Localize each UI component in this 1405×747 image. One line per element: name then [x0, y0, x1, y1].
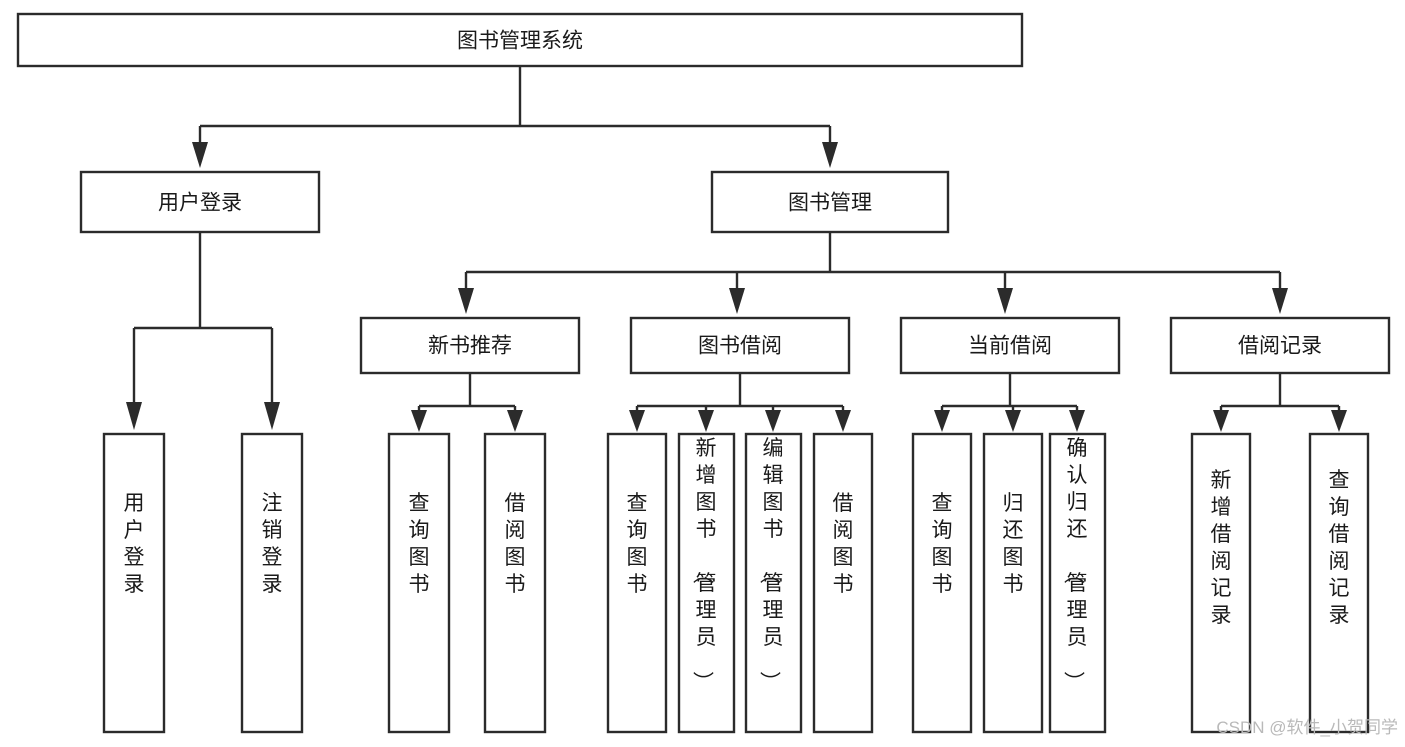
leaf-edit-book-admin-label: 编辑图书（管理员）: [758, 437, 784, 692]
leaf-return-book-label: 归还图书: [1003, 492, 1024, 596]
arrow-head-to-current: [997, 288, 1013, 314]
leaf-confirm-return-admin[interactable]: 确认归还（管理员）: [1048, 432, 1107, 734]
leaf-return-book-box[interactable]: [982, 432, 1044, 734]
leaf-query-book-borrow-box[interactable]: [606, 432, 668, 734]
leaf-add-book-admin-box[interactable]: [677, 432, 736, 734]
arrow-head-borrow-lend: [835, 410, 851, 432]
node-borrow-record[interactable]: 借阅记录: [1169, 316, 1391, 375]
connector-group-user-login: [126, 232, 280, 430]
node-root-system[interactable]: 图书管理系统: [16, 12, 1024, 68]
connector-group-current: [934, 373, 1085, 432]
arrow-head-borrow-query: [629, 410, 645, 432]
arrow-head-root-to-book: [822, 142, 838, 168]
leaf-query-book-current[interactable]: 查询图书: [911, 432, 973, 734]
leaf-borrow-book-recommend[interactable]: 借阅图书: [483, 432, 547, 734]
node-book-borrow[interactable]: 图书借阅: [629, 316, 851, 375]
leaf-confirm-return-admin-label: 确认归还（管理员）: [1062, 437, 1088, 692]
leaf-borrow-book-recommend-label: 借阅图书: [505, 492, 526, 596]
node-user-login-label: 用户登录: [158, 192, 242, 215]
leaf-logout-box[interactable]: [240, 432, 304, 734]
arrow-head-user-login-leaf: [126, 402, 142, 430]
node-borrow-record-box[interactable]: [1169, 316, 1391, 375]
leaf-logout[interactable]: 注销登录: [240, 432, 304, 734]
leaf-logout-label: 注销登录: [262, 492, 283, 596]
leaf-user-login-box[interactable]: [102, 432, 166, 734]
arrow-head-current-query: [934, 410, 950, 432]
arrow-head-to-borrow: [729, 288, 745, 314]
node-current-borrow-label: 当前借阅: [968, 335, 1052, 358]
node-book-manage-label: 图书管理: [788, 192, 872, 215]
arrow-head-current-confirm: [1069, 410, 1085, 432]
leaf-add-borrow-record-box[interactable]: [1190, 432, 1252, 734]
node-book-manage-box[interactable]: [710, 170, 950, 234]
arrow-head-to-record: [1272, 288, 1288, 314]
node-current-borrow-box[interactable]: [899, 316, 1121, 375]
leaf-query-book-borrow[interactable]: 查询图书: [606, 432, 668, 734]
leaf-query-book-current-label: 查询图书: [932, 492, 953, 596]
leaf-user-login[interactable]: 用户登录: [102, 432, 166, 734]
node-book-borrow-box[interactable]: [629, 316, 851, 375]
leaf-query-book-recommend[interactable]: 查询图书: [387, 432, 451, 734]
node-borrow-record-label: 借阅记录: [1238, 335, 1322, 358]
leaf-query-book-recommend-box[interactable]: [387, 432, 451, 734]
leaf-return-book[interactable]: 归还图书: [982, 432, 1044, 734]
arrow-head-record-add: [1213, 410, 1229, 432]
connector-group-book-manage: [458, 232, 1288, 314]
arrow-head-current-return: [1005, 410, 1021, 432]
connector-group-newbook: [411, 373, 523, 432]
arrow-head-newbook-query: [411, 410, 427, 432]
node-user-login[interactable]: 用户登录: [79, 170, 321, 234]
leaf-query-borrow-record-box[interactable]: [1308, 432, 1370, 734]
arrow-head-borrow-edit: [765, 410, 781, 432]
leaf-query-borrow-record-label: 查询借阅记录: [1329, 469, 1350, 627]
node-current-borrow[interactable]: 当前借阅: [899, 316, 1121, 375]
node-new-book-recommend[interactable]: 新书推荐: [359, 316, 581, 375]
leaf-confirm-return-admin-box[interactable]: [1048, 432, 1107, 734]
node-root-system-label: 图书管理系统: [457, 30, 583, 53]
csdn-watermark: CSDN @软件_小贺同学: [1216, 718, 1398, 737]
node-root-system-box[interactable]: [16, 12, 1024, 68]
leaf-query-book-borrow-label: 查询图书: [627, 492, 648, 596]
node-new-book-recommend-label: 新书推荐: [428, 335, 512, 358]
node-book-manage[interactable]: 图书管理: [710, 170, 950, 234]
leaf-borrow-book-recommend-box[interactable]: [483, 432, 547, 734]
arrow-head-borrow-add: [698, 410, 714, 432]
leaf-add-borrow-record[interactable]: 新增借阅记录: [1190, 432, 1252, 734]
node-user-login-box[interactable]: [79, 170, 321, 234]
leaf-lend-book-box[interactable]: [812, 432, 874, 734]
node-new-book-recommend-box[interactable]: [359, 316, 581, 375]
connector-group-record: [1213, 373, 1347, 432]
leaf-add-book-admin-label: 新增图书（管理员）: [691, 437, 717, 692]
leaf-lend-book-label: 借阅图书: [833, 492, 854, 596]
leaf-query-book-recommend-label: 查询图书: [409, 492, 430, 596]
leaf-query-book-current-box[interactable]: [911, 432, 973, 734]
arrow-head-root-to-user: [192, 142, 208, 168]
leaf-add-borrow-record-label: 新增借阅记录: [1211, 469, 1232, 627]
arrow-head-newbook-borrow: [507, 410, 523, 432]
leaf-edit-book-admin[interactable]: 编辑图书（管理员）: [744, 432, 803, 734]
connector-group-root: [192, 66, 838, 168]
arrow-head-to-newbook: [458, 288, 474, 314]
node-book-borrow-label: 图书借阅: [698, 335, 782, 358]
connector-group-borrow: [629, 373, 851, 432]
arrow-head-logout-leaf: [264, 402, 280, 430]
leaf-user-login-label: 用户登录: [124, 492, 145, 596]
leaf-query-borrow-record[interactable]: 查询借阅记录: [1308, 432, 1370, 734]
leaf-edit-book-admin-box[interactable]: [744, 432, 803, 734]
leaf-add-book-admin[interactable]: 新增图书（管理员）: [677, 432, 736, 734]
arrow-head-record-query: [1331, 410, 1347, 432]
leaf-lend-book[interactable]: 借阅图书: [812, 432, 874, 734]
